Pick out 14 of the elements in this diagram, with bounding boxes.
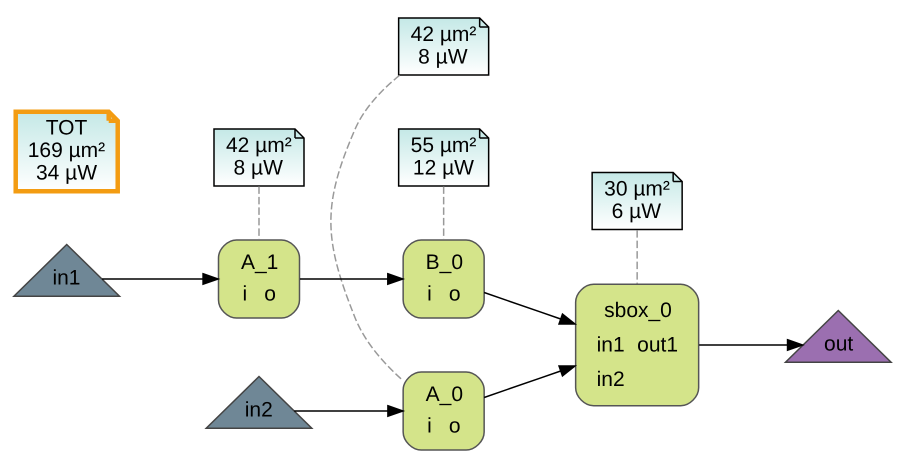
connector	[442, 186, 444, 240]
arrow	[484, 291, 578, 324]
connector	[258, 186, 260, 240]
connector	[636, 230, 638, 284]
arrow	[102, 272, 220, 285]
node-box: B_0 i o	[402, 238, 485, 318]
arrow	[484, 364, 578, 398]
node-box: A_1 i o	[218, 238, 300, 318]
arrow	[699, 338, 805, 351]
node-box: A_0 i o	[402, 370, 485, 450]
node-box: sbox_0 in1 out1 in2	[574, 283, 700, 406]
arrow	[294, 404, 406, 417]
connector	[330, 74, 404, 380]
arrow	[300, 272, 406, 285]
